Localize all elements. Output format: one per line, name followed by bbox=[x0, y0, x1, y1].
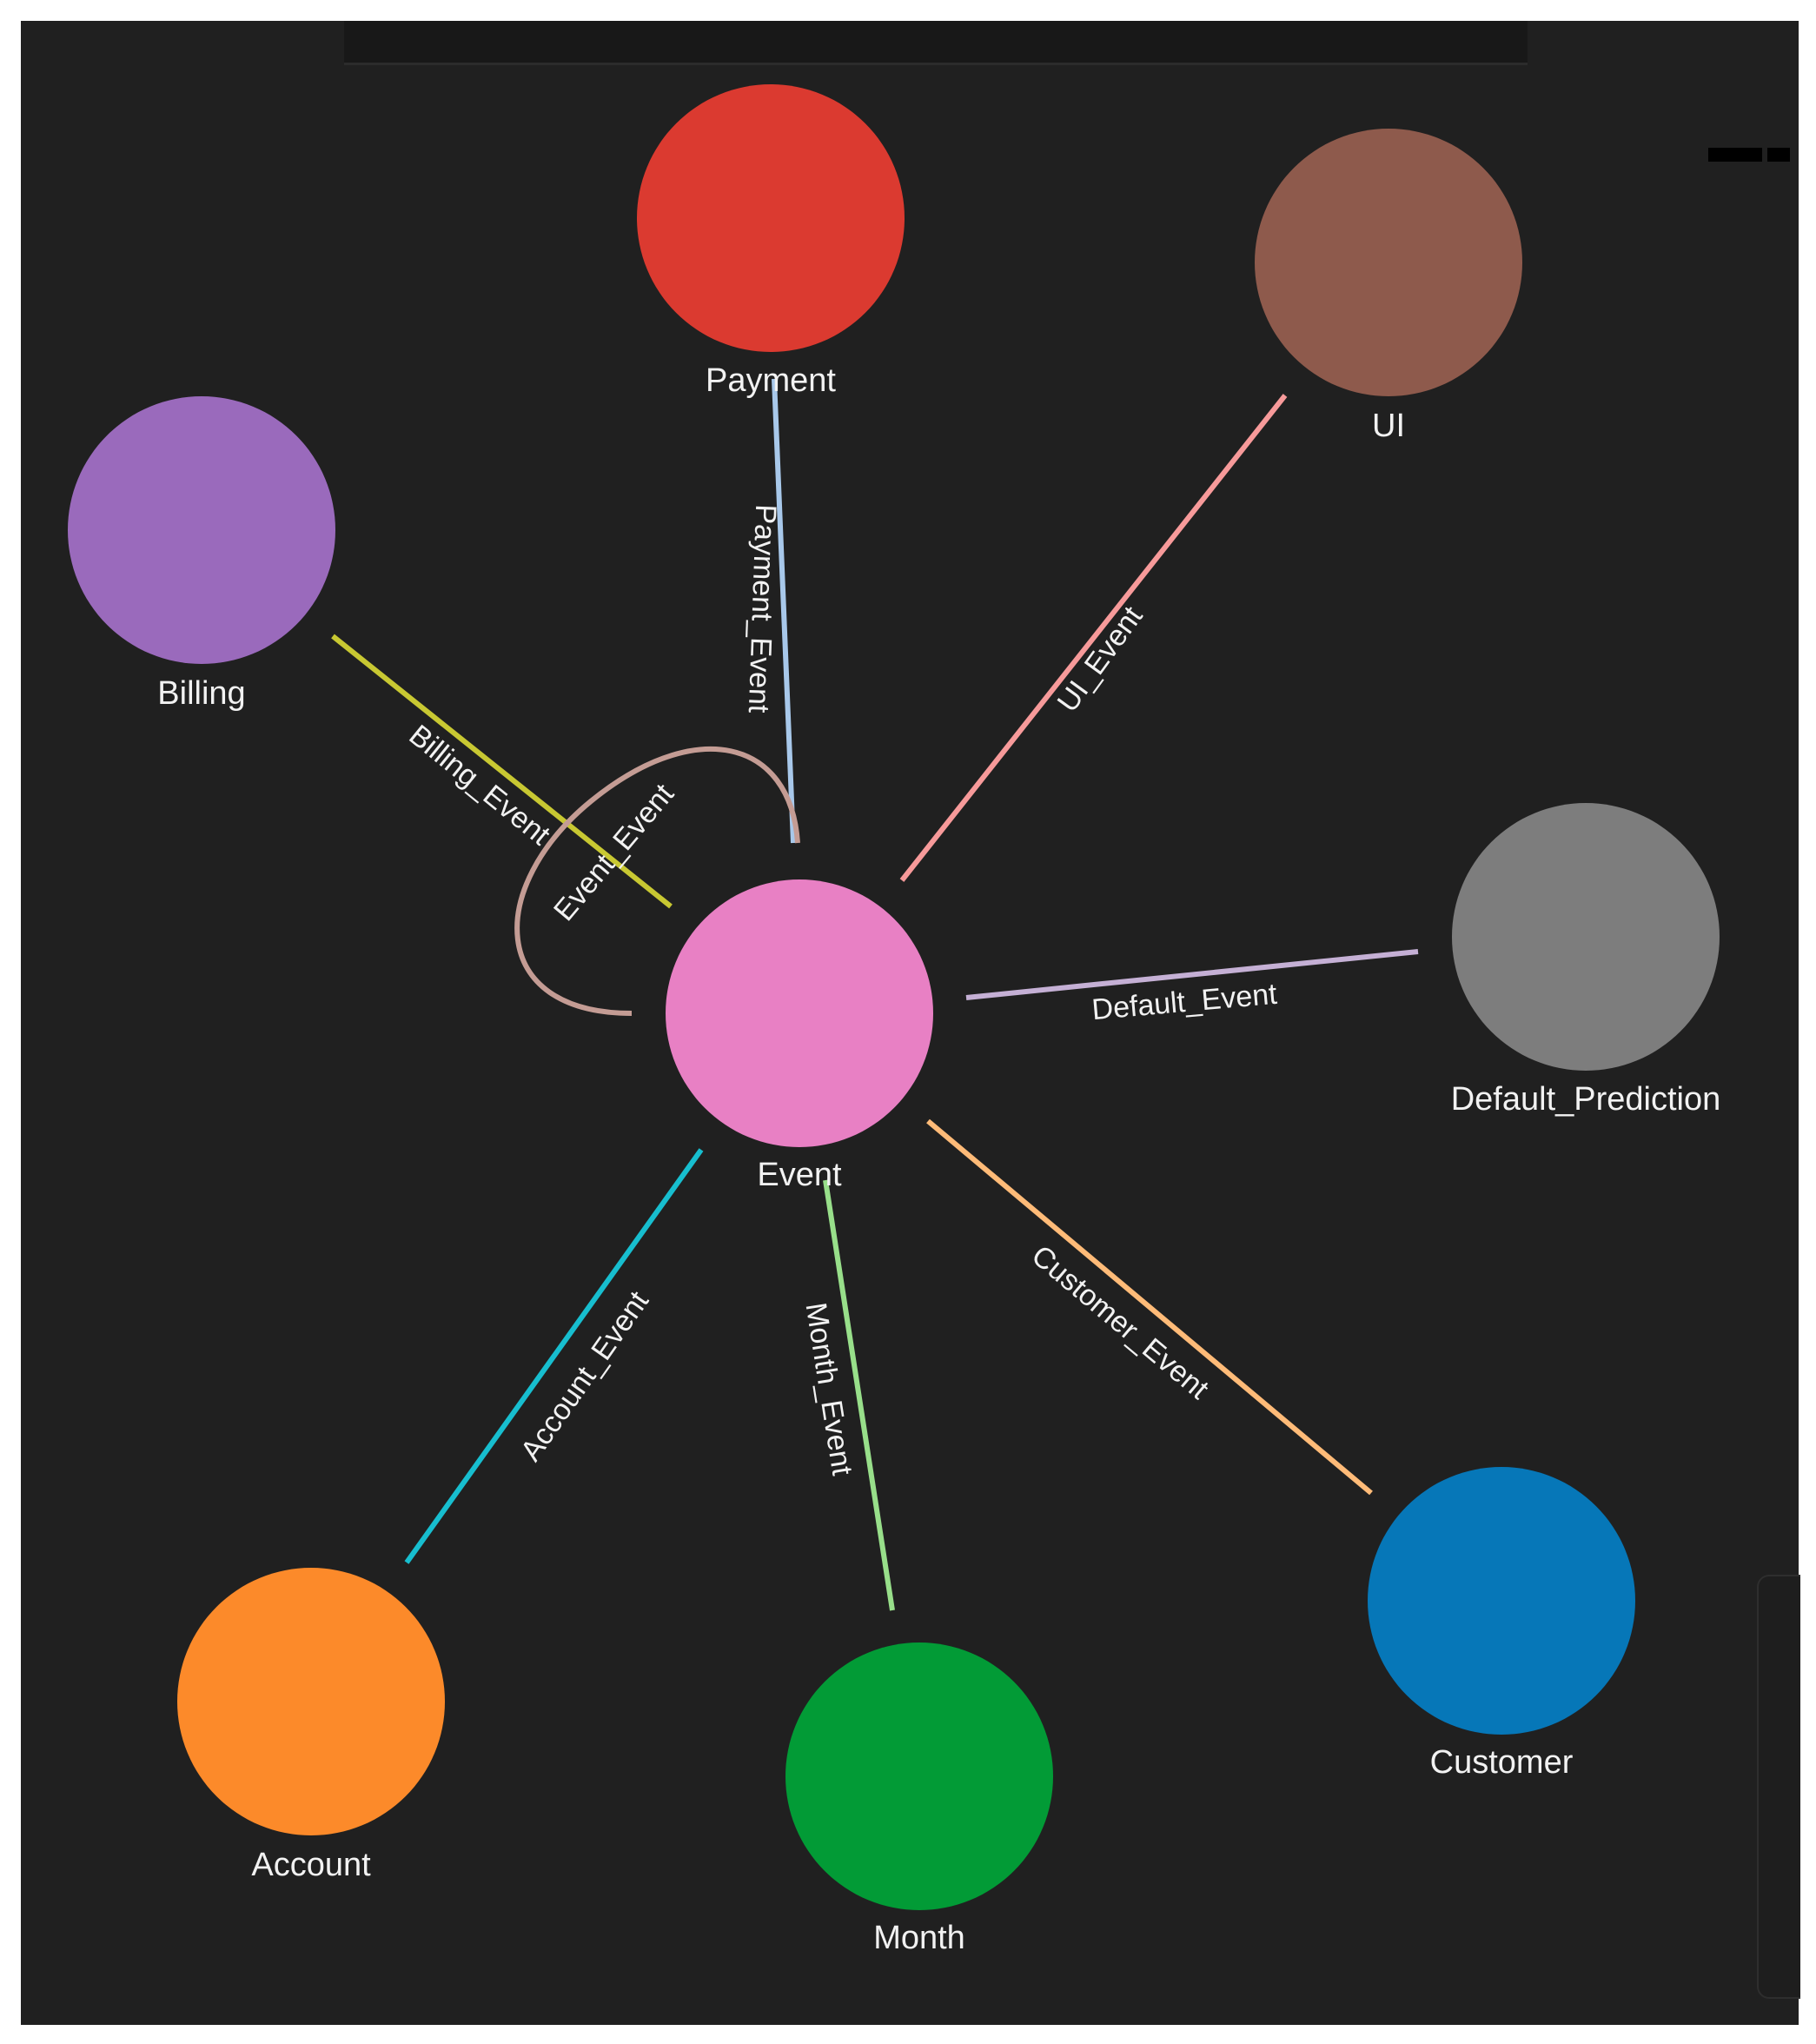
edge-customer-event[interactable] bbox=[926, 1118, 1373, 1496]
node-label-payment: Payment bbox=[706, 362, 836, 399]
node-customer[interactable] bbox=[1368, 1467, 1635, 1735]
node-label-customer: Customer bbox=[1430, 1744, 1574, 1781]
edges bbox=[331, 378, 1419, 1611]
node-event[interactable] bbox=[666, 879, 933, 1147]
edge-event-event-loop[interactable] bbox=[514, 747, 800, 1016]
edge-ui-event[interactable] bbox=[899, 394, 1288, 882]
node-label-default-prediction: Default_Prediction bbox=[1451, 1081, 1721, 1118]
node-label-ui: UI bbox=[1372, 408, 1405, 444]
edge-month-event[interactable] bbox=[823, 1179, 895, 1611]
node-payment[interactable] bbox=[637, 84, 905, 352]
edge-payment-event[interactable] bbox=[772, 378, 796, 844]
edge-label-payment-event: Payment_Event bbox=[742, 504, 782, 714]
top-toolbar-strip bbox=[344, 21, 1528, 65]
node-ui[interactable] bbox=[1255, 129, 1522, 396]
edge-default-event[interactable] bbox=[965, 949, 1419, 1000]
node-default-prediction[interactable] bbox=[1452, 803, 1720, 1071]
node-label-billing: Billing bbox=[157, 675, 245, 712]
edge-label-ui-event: UI_Event bbox=[1051, 600, 1150, 718]
node-label-account: Account bbox=[251, 1847, 371, 1883]
node-month[interactable] bbox=[785, 1642, 1053, 1910]
edge-account-event[interactable] bbox=[404, 1148, 704, 1564]
minimize-dash-icon[interactable] bbox=[1708, 148, 1790, 162]
edge-label-billing-event: Billing_Event bbox=[403, 719, 557, 853]
edge-label-default-event: Default_Event bbox=[1090, 978, 1279, 1027]
edge-label-event-event: Event_Event bbox=[547, 777, 680, 927]
node-label-month: Month bbox=[873, 1920, 965, 1956]
nodes bbox=[68, 84, 1720, 1910]
node-billing[interactable] bbox=[68, 396, 335, 664]
node-account[interactable] bbox=[177, 1568, 445, 1835]
node-label-event: Event bbox=[757, 1157, 842, 1193]
node-labels: Payment UI Billing Event Default_Predict… bbox=[157, 362, 1720, 1956]
edge-billing-event[interactable] bbox=[331, 634, 673, 909]
edge-label-customer-event: Customer_Event bbox=[1025, 1239, 1216, 1406]
side-panel-handle[interactable] bbox=[1757, 1575, 1800, 1999]
